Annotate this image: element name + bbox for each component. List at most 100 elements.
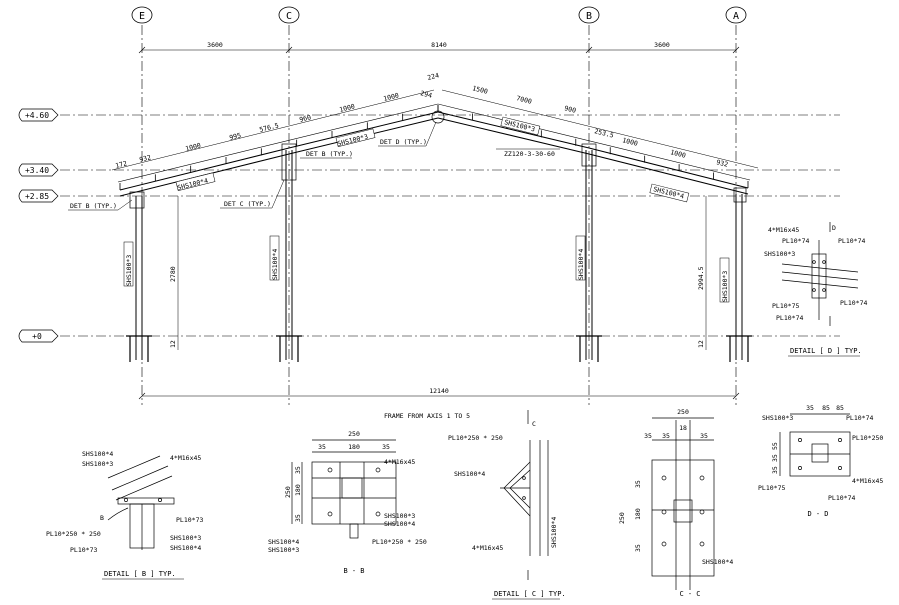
rdim-l-6: 1000 [339,102,356,114]
callout-leaders [68,121,437,211]
bb-label-0: 4*M16x45 [384,458,415,466]
rdim-r-3: 900 [564,104,577,115]
rdim-r-7: 932 [716,158,729,169]
level-460: +4.60 [25,111,49,120]
dd-title: D - D [807,510,828,518]
dd-dim-top-2: 85 [836,404,844,412]
axis-label-b: B [586,11,592,22]
detail-d1 [781,222,859,326]
axis-bubble-e: E [131,6,153,24]
rdim-r-5: 1000 [622,136,639,148]
axis-bubble-b: B [578,6,600,24]
label-purlin: ZZ120-3-30-60 [504,150,555,158]
cc-dim-side-0: 35 [634,480,642,488]
d1-label-1: PL10*74 [782,237,809,245]
dd-label-2: PL10*250 [852,434,883,442]
section-bb [291,439,397,539]
rdim-r-1: 1500 [472,84,489,96]
bb-dim-top-1: 35 [318,443,326,451]
dd-label-1: PL10*74 [846,414,873,422]
bb-dim-top-2: 180 [348,443,360,451]
overall-dimension-line [138,392,740,400]
dim-top-1: 3600 [207,41,223,49]
rafter-dim-lines [111,89,759,171]
dd-dim-side-1: 35 [771,454,779,462]
c-label-2: 4*M16x45 [472,544,503,552]
d1-label-6: PL10*74 [776,314,803,322]
dd-dim-side-0: 55 [771,442,779,450]
axis-label-a: A [733,11,739,22]
connection-boxes [129,110,747,209]
dd-label-3: 4*M16x45 [852,477,883,485]
bb-dim-side-1: 180 [294,484,302,496]
bb-title: B - B [343,567,364,575]
bb-label-2: SHS100*4 [384,520,415,528]
dd-dim-top-1: 85 [822,404,830,412]
b-label-6: SHS100*4 [170,544,201,552]
rdim-l-5: 960 [299,113,312,124]
section-dd [779,413,851,477]
label-col-c: SHS100*4 [271,249,279,280]
base-plates [126,335,752,362]
axis-label-e: E [139,11,145,22]
callout-det-c: DET C (TYP.) [224,200,271,208]
rdim-l-1: 932 [139,153,152,164]
b-title: DETAIL [ B ] TYP. [104,570,176,578]
label-col-a: SHS100*3 [721,271,729,302]
detail-c [500,410,549,580]
c-label-3: SHS100*4 [550,517,558,548]
callout-det-b-mid: DET B (TYP.) [306,150,353,158]
bb-label-4: SHS100*4 [268,538,299,546]
axis-label-c: C [286,11,292,22]
b-label-3: PL10*73 [176,516,203,524]
bb-label-3: PL10*250 * 250 [372,538,427,546]
section-cc [651,417,715,590]
cc-title: C - C [679,590,700,598]
rdim-l-0: 172 [115,159,128,170]
d1-label-5: PL10*74 [840,299,867,307]
dim-top-3: 3600 [654,41,670,49]
rdim-l-4: 576.5 [259,121,280,134]
height-right-base: 12 [697,340,705,348]
bb-dim-side-0: 35 [294,466,302,474]
d1-title: DETAIL [ D ] TYP. [790,347,862,355]
c-title: DETAIL [ C ] TYP. [494,590,566,598]
d1-mark: D [832,224,836,232]
b-label-5: SHS100*3 [170,534,201,542]
rdim-l-8: 224 [427,71,440,82]
top-dimension-line [138,46,740,54]
rdim-l-7: 1000 [383,91,400,103]
dd-label-4: PL10*75 [758,484,785,492]
rdim-r-2: 7000 [516,94,533,106]
bb-dim-top-0: 250 [348,430,360,438]
rdim-r-6: 1000 [670,148,687,160]
rdim-l-3: 995 [229,131,242,142]
cc-dim-top-3: 35 [662,432,670,440]
rafter-dims-right: 294 1500 7000 900 253.5 1000 1000 932 [420,84,729,169]
purlin-line [117,103,751,183]
dd-dim-top-0: 35 [806,404,814,412]
cc-dim-top-1: 18 [679,424,687,432]
bb-dim-top-3: 35 [382,443,390,451]
dd-label-5: PL10*74 [828,494,855,502]
label-col-e: SHS100*3 [125,255,133,286]
detail-b [107,455,175,550]
bb-header: FRAME FROM AXIS 1 TO 5 [384,412,470,420]
bb-label-1: SHS100*3 [384,512,415,520]
d1-label-0: 4*M16x45 [768,226,799,234]
label-col-b: SHS100*4 [577,249,585,280]
axis-bubble-a: A [725,6,747,24]
level-0: +0 [32,332,42,341]
b-label-0: SHS100*4 [82,450,113,458]
cc-label-0: SHS100*4 [702,558,733,566]
cc-dim-side-3: 250 [618,512,626,524]
d1-label-3: PL10*74 [838,237,865,245]
b-label-4: PL10*250 * 250 [46,530,101,538]
cc-dim-side-1: 180 [634,508,642,520]
level-340: +3.40 [25,166,49,175]
dd-dim-side-2: 35 [771,466,779,474]
rdim-l-2: 1000 [185,141,202,153]
member-label-boxes [123,116,730,303]
d1-label-2: SHS100*3 [764,250,795,258]
